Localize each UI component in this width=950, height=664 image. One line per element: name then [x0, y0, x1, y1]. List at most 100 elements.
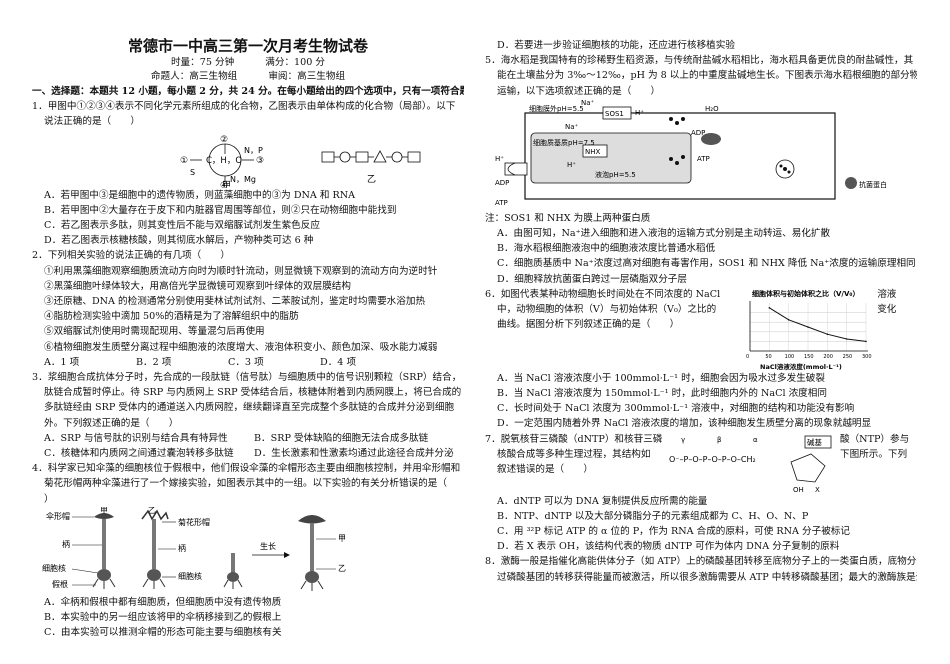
label-nucleus: 细胞核: [42, 563, 66, 573]
beta-label: β: [717, 436, 721, 444]
q7-option-d: D．若 X 表示 OH，该结构代表的物质 dNTP 可作为体内 DNA 分子复制…: [497, 541, 840, 553]
q6-side-2: 变化: [877, 304, 897, 316]
x-axis-label: NaCl溶液浓度(mmol·L⁻¹): [760, 362, 842, 371]
label-result-jia: 甲: [338, 534, 346, 543]
alga-yi-icon: [141, 509, 169, 589]
q2-item-6: ⑥植物细胞发生质壁分离过程中细胞液的浓度增大、液泡体积变小、颜色加深、吸水能力减…: [44, 341, 438, 353]
q1-stem-1: 1．甲图中①②③④表示不同化学元素所组成的化合物，乙图表示由单体构成的化合物（局…: [32, 101, 456, 113]
page-title: 常德市一中高三第一次月考生物试卷: [127, 38, 368, 55]
label-umbrella-cap: 伞形帽: [46, 511, 70, 521]
q5-option-c: C．细胞质基质中 Na⁺浓度过高对细胞有毒害作用，SOS1 和 NHX 降低 N…: [497, 258, 916, 270]
na-particles-icon: [669, 116, 685, 165]
q5-stem-1: 5．海水稻是我国特有的珍稀野生稻资源，与传统耐盐碱水稻相比，海水稻具备更优良的耐…: [485, 55, 914, 67]
grafted-alga-grown-icon: [298, 514, 326, 591]
q7-stem-1: 7．脱氧核苷三磷酸（dNTP）和核苷三磷: [485, 433, 663, 445]
q4-stem-2: 菊花形帽两种伞藻进行了一个嫁接实验，如图表示其中的一组。以下实验的有关分析错误的…: [44, 478, 447, 490]
q3-stem-4: 外。下列叙述正确的是（ ）: [44, 417, 179, 429]
alpha-label: α: [753, 436, 758, 444]
q2-option-a: A．1 项: [44, 356, 80, 368]
inner-ph-label: 细胞质基质pH=7.5: [533, 138, 595, 147]
adp-label-1: ADP: [495, 179, 509, 187]
q6-option-d: D．一定范围内随着外界 NaCl 溶液浓度的增加，该种细胞发生质壁分离的现象就越…: [497, 418, 872, 430]
q6-stem-1: 6．如图代表某种动物细胞长时间处在不同浓度的 NaCl: [485, 288, 721, 300]
volume-ratio-chart: 细胞体积与初始体积之比（V/V₀） 0 50 100 150 200 250 300NaCl溶…: [746, 289, 872, 371]
q5-option-b: B．海水稻根细胞液泡中的细胞液浓度比普通水稻低: [497, 243, 716, 255]
q5-figure: 细胞膜外pH=5.5 细胞质基质pH=7.5 液泡pH=5.5 SOS1 NHX…: [485, 99, 917, 211]
q5-option-a: A．由图可知，Na⁺进入细胞和进入液泡的运输方式分别是主动转运、易化扩散: [497, 228, 831, 240]
q7-stem-2: 核酸合成等多种生理过程，其结构如: [497, 448, 651, 460]
q4-stem-1: 4．科学家已知伞藻的细胞核位于假根中，他们假设伞藻的伞帽形态主要由细胞核控制，并…: [32, 463, 461, 475]
x-tick-label: 150: [804, 354, 814, 360]
data-curve: [768, 307, 866, 342]
q1-option-d: D．若乙图表示核糖核酸，则其彻底水解后，产物种类可达 6 种: [44, 235, 314, 247]
right-column: D．若要进一步验证细胞核的功能，还应进行核移植实验 5．海水稻是我国特有的珍稀野…: [485, 0, 917, 664]
exam-time: 时量：75 分钟: [170, 57, 235, 68]
q7-option-a: A．dNTP 可以为 DNA 复制提供反应所需的能量: [497, 495, 708, 507]
q6-option-a: A．当 NaCl 溶液浓度小于 100mmol·L⁻¹ 时，细胞会因为吸水过多发…: [497, 372, 825, 384]
q2-item-5: ⑤双缩脲试剂使用时需现配现用、等量混匀后再使用: [44, 326, 265, 338]
q4-figure: 伞形帽 甲 乙 菊花形帽 柄 细胞核 假根 柄 细胞核 生长: [32, 506, 464, 595]
q1-option-c: C．若乙图表示多肽，则其变性后不能与双缩脲试剂发生紫色反应: [44, 220, 320, 232]
q1-element-diagram: ② ① C，H，O ③ N，P ④ S N，Mg: [180, 135, 421, 191]
exam-score: 满分：100 分: [265, 57, 326, 68]
chart-title: 细胞体积与初始体积之比（V/V₀）: [752, 289, 859, 298]
oh-label: OH: [793, 486, 804, 494]
label-stalk-2: 柄: [178, 543, 186, 553]
x-tick-label: 200: [823, 354, 833, 360]
q1-stem-2: 说法正确的是（ ）: [44, 116, 140, 128]
atp-label-2: ATP: [697, 155, 710, 163]
q2-item-4: ④脂肪检测实验中滴加 50%的酒精是为了溶解组织中的脂肪: [44, 311, 299, 323]
q5-stem-2: 能在土壤盐分为 3‰～12‰，pH 为 8 以上的中重度盐碱地生长。下图表示海水…: [497, 70, 917, 82]
ntp-structure-diagram: O⁻–P–O–P–O–P–O–CH₂ γ β α 碱基 OH X: [669, 435, 832, 494]
q7-right-1: 酸（NTP）参与: [840, 433, 910, 445]
x-tick-label: 50: [765, 354, 771, 360]
q2-stem: 2．下列相关实验的说法正确的有几项（ ）: [32, 250, 230, 262]
na-label-1: Na⁺: [581, 99, 595, 107]
atp-label-1: ATP: [495, 199, 508, 207]
label-result-yi: 乙: [338, 564, 346, 573]
q6-option-c: C．长时间处于 NaCl 浓度为 300mmol·L⁻¹ 溶液中，对细胞的结构和…: [497, 403, 855, 415]
exam-meta-line2: 命题人：高三生物组 审阅：高三生物组: [32, 70, 464, 84]
na-label-2: Na⁺: [565, 123, 579, 131]
x-tick-label: 100: [785, 354, 795, 360]
q6-option-b: B．当 NaCl 溶液浓度为 150mmol·L⁻¹ 时，此时细胞内外的 NaC…: [497, 388, 827, 400]
q4-option-c: C．由本实验可以推测伞帽的形态可能主要与细胞核有关: [44, 627, 282, 639]
h2o-label: H₂O: [705, 105, 719, 113]
h-label-outside: H⁺: [495, 155, 504, 163]
q5-stem-3: 运输，以下选项叙述正确的是（ ）: [497, 85, 661, 97]
label-yi: 乙: [148, 507, 156, 515]
label-chrysanthemum-cap: 菊花形帽: [178, 517, 210, 527]
exam-setter: 命题人：高三生物组: [150, 71, 238, 82]
data-point: [845, 338, 848, 340]
vacuole-region: [530, 132, 692, 184]
x-tick-label: 300: [862, 354, 872, 360]
q7-stem-3: 叙述错误的是（ ）: [497, 464, 593, 476]
data-point: [807, 326, 809, 328]
q4-option-a: A．伞柄和假根中都有细胞质，但细胞质中没有遗传物质: [44, 596, 282, 608]
q6-text: 6．如图代表某种动物细胞长时间处在不同浓度的 NaCl 中，动物细胞的体积（V）…: [485, 287, 734, 333]
label-nucleus-2: 细胞核: [178, 571, 202, 581]
adp-label-2: ADP: [691, 129, 705, 137]
q1-option-b: B．若甲图中②大量存在于皮下和内脏器官周围等部位，则②只在动物细胞中能找到: [44, 204, 397, 216]
q8-stem-2: 过磷酸基团的转移获得能量而被激活，所以很多激酶需要从 ATP 中转移磷酸基团；最…: [497, 571, 917, 583]
q7-block: 7．脱氧核苷三磷酸（dNTP）和核苷三磷 核酸合成等多种生理过程，其结构如 叙述…: [485, 432, 917, 494]
left-column: 常德市一中高三第一次月考生物试卷 时量：75 分钟 满分：100 分 命题人：高…: [32, 0, 464, 664]
sos1-label: SOS1: [605, 110, 624, 118]
q7-right-2: 下图所示。下列: [840, 448, 908, 460]
fig-center: C，H，O: [206, 156, 242, 166]
fig-label-4: ④: [220, 181, 228, 188]
data-point: [787, 318, 790, 321]
x-tick-label: 250: [843, 354, 853, 360]
fig-jia: 甲: [222, 180, 231, 188]
q7-option-c: C．用 ³²P 标记 ATP 的 α 位的 P，作为 RNA 合成的原料，可使 …: [497, 526, 850, 538]
x-tick-label: 0: [746, 354, 749, 360]
grafted-alga-small-icon: [223, 552, 243, 589]
x-label: X: [815, 486, 820, 494]
vesicle-icon: [775, 159, 795, 179]
q3-options-ab: A．SRP 与信号肽的识别与结合具有特异性 B．SRP 受体缺陷的细胞无法合成多…: [32, 431, 464, 446]
outer-ph-label: 细胞膜外pH=5.5: [529, 104, 584, 113]
alga-jia-icon: [92, 512, 116, 589]
q5-note: 注：SOS1 和 NHX 为膜上两种蛋白质: [485, 212, 651, 224]
data-point: [768, 306, 770, 309]
data-point: [865, 340, 867, 343]
